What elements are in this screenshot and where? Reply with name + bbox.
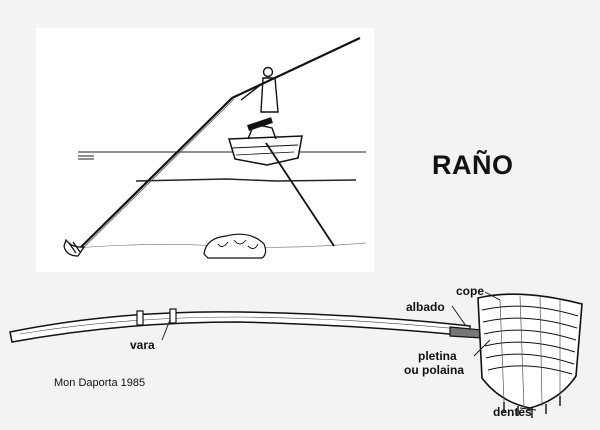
author-credit: Mon Daporta 1985 (54, 377, 146, 389)
leader-albado (451, 305, 467, 327)
leader-vara (161, 319, 171, 341)
label-vara: vara (130, 338, 155, 352)
fishing-scene-illustration (36, 28, 374, 272)
label-pletina: pletina (418, 349, 457, 363)
tool-basket (477, 293, 583, 418)
label-dentes: dentes (493, 405, 532, 419)
leader-pletina (473, 339, 491, 357)
label-ou-polaina: ou polaina (404, 363, 464, 377)
leader-cope (484, 291, 501, 301)
rano-tool-illustration (0, 270, 600, 430)
leader-dentes (519, 407, 537, 411)
dredge-head (63, 238, 86, 257)
label-albado: albado (406, 300, 445, 314)
diagram-title: RAÑO (432, 150, 514, 180)
boat (228, 135, 303, 166)
pole (73, 37, 361, 256)
label-cope: cope (456, 284, 485, 298)
seabed-rock (203, 233, 267, 259)
fisherman (240, 66, 279, 140)
